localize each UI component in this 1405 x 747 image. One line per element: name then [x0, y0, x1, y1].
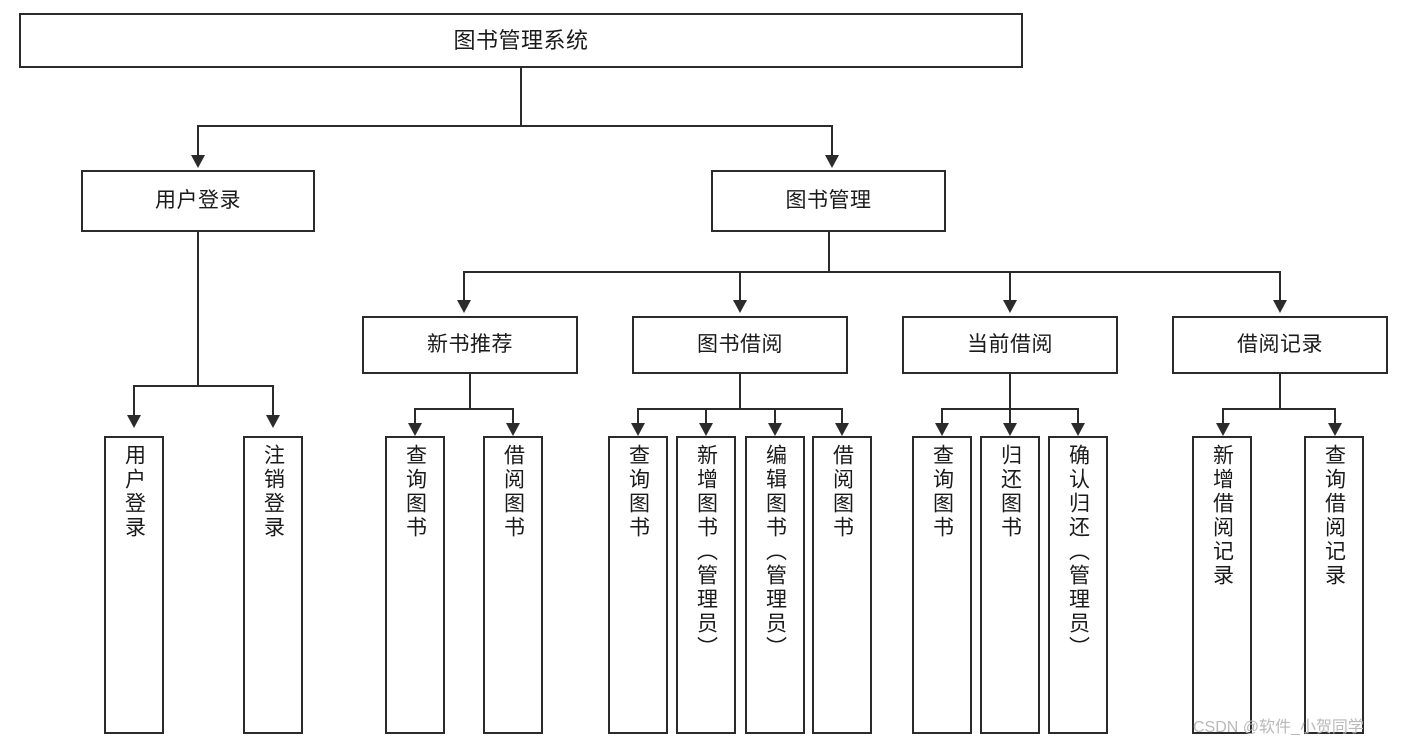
connector-bb-to-leaf3 — [774, 408, 776, 424]
node-user-login[interactable]: 用户登录 — [81, 170, 315, 232]
connector-new-book-rec-stem — [469, 374, 471, 408]
leaf-edit-book[interactable]: 编辑图书（管理员） — [745, 436, 805, 734]
leaf-query-record-label: 查询借阅记录 — [1322, 444, 1346, 588]
leaf-rec-borrow-label: 借阅图书 — [501, 444, 525, 540]
arrow-nbr-to-leaf2 — [506, 423, 520, 436]
arrow-root-to-user-login — [191, 155, 205, 168]
arrow-bm-to-borrow-record — [1273, 300, 1287, 313]
node-current-borrow[interactable]: 当前借阅 — [902, 316, 1118, 374]
connector-borrow-record-stem — [1279, 374, 1281, 408]
connector-new-book-rec-bus — [414, 408, 514, 410]
arrow-br-to-leaf2 — [1328, 423, 1342, 436]
node-borrow-record-label: 借阅记录 — [1237, 332, 1323, 356]
connector-borrow-record-bus — [1222, 408, 1336, 410]
connector-nbr-to-leaf1 — [414, 408, 416, 424]
leaf-query-record[interactable]: 查询借阅记录 — [1304, 436, 1364, 734]
leaf-borrow-book[interactable]: 借阅图书 — [812, 436, 872, 734]
connector-cb-to-leaf1 — [941, 408, 943, 424]
leaf-cur-query[interactable]: 查询图书 — [912, 436, 972, 734]
leaf-edit-book-label: 编辑图书（管理员） — [763, 444, 787, 660]
node-root[interactable]: 图书管理系统 — [19, 13, 1023, 68]
connector-user-login-bus — [133, 385, 273, 387]
connector-br-to-leaf1 — [1222, 408, 1224, 424]
node-borrow-record[interactable]: 借阅记录 — [1172, 316, 1388, 374]
connector-bb-to-leaf1 — [637, 408, 639, 424]
connector-br-to-leaf2 — [1334, 408, 1336, 424]
arrow-bb-to-leaf2 — [699, 423, 713, 436]
connector-bb-to-leaf4 — [841, 408, 843, 424]
node-user-login-label: 用户登录 — [155, 188, 241, 212]
leaf-borrow-query[interactable]: 查询图书 — [608, 436, 668, 734]
arrow-cb-to-leaf2 — [1003, 423, 1017, 436]
arrow-br-to-leaf1 — [1216, 423, 1230, 436]
node-root-label: 图书管理系统 — [453, 27, 589, 53]
connector-current-borrow-stem — [1009, 374, 1011, 408]
arrow-bm-to-book-borrow — [733, 300, 747, 313]
arrow-user-login-to-leaf2 — [266, 415, 280, 428]
connector-bm-to-book-borrow — [739, 271, 741, 301]
leaf-add-book-label: 新增图书（管理员） — [694, 444, 718, 660]
leaf-borrow-query-label: 查询图书 — [626, 444, 650, 540]
leaf-cur-query-label: 查询图书 — [930, 444, 954, 540]
connector-cb-to-leaf3 — [1077, 408, 1079, 424]
node-current-borrow-label: 当前借阅 — [967, 332, 1053, 356]
arrow-bb-to-leaf1 — [631, 423, 645, 436]
arrow-cb-to-leaf3 — [1071, 423, 1085, 436]
connector-book-borrow-bus — [637, 408, 842, 410]
arrow-bb-to-leaf4 — [835, 423, 849, 436]
node-book-manage[interactable]: 图书管理 — [711, 170, 946, 232]
connector-root-to-book-manage — [831, 125, 833, 156]
leaf-add-record[interactable]: 新增借阅记录 — [1192, 436, 1252, 734]
node-book-borrow-label: 图书借阅 — [697, 332, 783, 356]
connector-book-manage-stem — [828, 232, 830, 271]
connector-root-stem — [520, 68, 522, 125]
leaf-rec-query-label: 查询图书 — [403, 444, 427, 540]
leaf-rec-borrow[interactable]: 借阅图书 — [483, 436, 543, 734]
connector-book-manage-bus — [463, 271, 1281, 273]
leaf-return-book-label: 归还图书 — [998, 444, 1022, 540]
node-new-book-rec[interactable]: 新书推荐 — [362, 316, 578, 374]
connector-cb-to-leaf2 — [1009, 408, 1011, 424]
leaf-confirm-return[interactable]: 确认归还（管理员） — [1048, 436, 1108, 734]
leaf-logout-label: 注销登录 — [261, 444, 285, 540]
connector-bb-to-leaf2 — [705, 408, 707, 424]
arrow-nbr-to-leaf1 — [408, 423, 422, 436]
connector-user-login-stem — [197, 232, 199, 385]
leaf-add-record-label: 新增借阅记录 — [1210, 444, 1234, 588]
arrow-bm-to-new-book-rec — [457, 300, 471, 313]
leaf-rec-query[interactable]: 查询图书 — [385, 436, 445, 734]
leaf-add-book[interactable]: 新增图书（管理员） — [676, 436, 736, 734]
csdn-watermark: CSDN @软件_小贺同学 — [1193, 719, 1364, 736]
connector-nbr-to-leaf2 — [512, 408, 514, 424]
connector-bm-to-new-book-rec — [463, 271, 465, 301]
leaf-user-login-label: 用户登录 — [122, 444, 146, 540]
arrow-bm-to-current-borrow — [1003, 300, 1017, 313]
leaf-borrow-book-label: 借阅图书 — [830, 444, 854, 540]
connector-user-login-to-leaf1 — [133, 385, 135, 416]
node-new-book-rec-label: 新书推荐 — [427, 332, 513, 356]
leaf-return-book[interactable]: 归还图书 — [980, 436, 1040, 734]
arrow-user-login-to-leaf1 — [127, 415, 141, 428]
arrow-bb-to-leaf3 — [768, 423, 782, 436]
node-book-borrow[interactable]: 图书借阅 — [632, 316, 848, 374]
node-book-manage-label: 图书管理 — [785, 188, 872, 212]
connector-root-to-user-login — [197, 125, 199, 156]
leaf-logout[interactable]: 注销登录 — [243, 436, 303, 734]
connector-book-borrow-stem — [739, 374, 741, 408]
connector-root-bus — [197, 125, 833, 127]
arrow-cb-to-leaf1 — [935, 423, 949, 436]
arrow-root-to-book-manage — [825, 155, 839, 168]
leaf-confirm-return-label: 确认归还（管理员） — [1066, 444, 1090, 660]
connector-bm-to-current-borrow — [1009, 271, 1011, 301]
connector-bm-to-borrow-record — [1279, 271, 1281, 301]
connector-user-login-to-leaf2 — [272, 385, 274, 416]
leaf-user-login[interactable]: 用户登录 — [104, 436, 164, 734]
